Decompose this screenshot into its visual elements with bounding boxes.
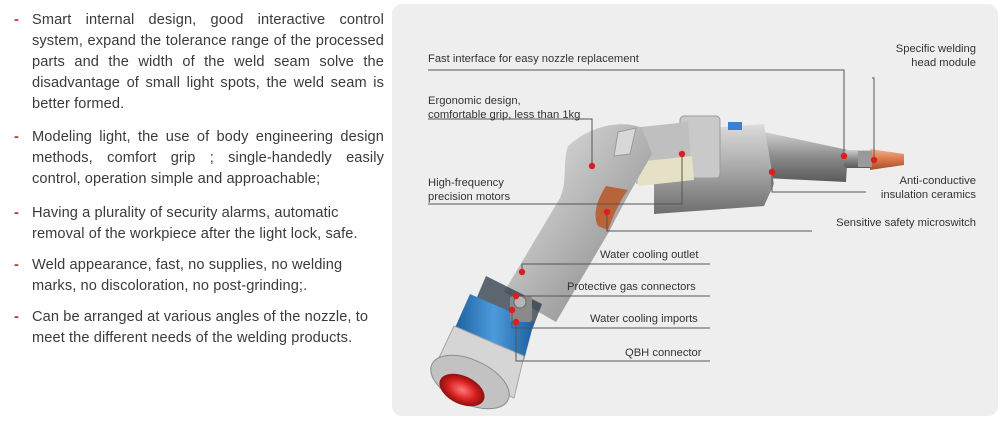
leader-lines [428,69,875,362]
marker-dot [840,152,848,160]
head-housing [632,115,774,214]
label-fast-interface: Fast interface for easy nozzle replaceme… [428,53,639,65]
bullet-dash: - [14,129,19,145]
bullet-dash: - [14,12,19,28]
marker-dot [678,150,686,158]
feature-list: - Smart internal design, good interactiv… [14,10,384,349]
connector-stack [430,276,542,410]
bullet-dash: - [14,257,19,273]
feature-text: Smart internal design, good interactive … [32,12,384,112]
label-anti-conductive: Anti-conductive insulation ceramics [880,175,976,201]
feature-text: Modeling light, the use of body engineer… [32,129,384,187]
marker-dot [870,156,878,164]
marker-dot [512,318,520,326]
label-microswitch: Sensitive safety microswitch [836,217,976,229]
marker-dot [508,306,516,314]
marker-dot [768,168,776,176]
feature-text: Can be arranged at various angles of the… [32,309,369,346]
bullet-dash: - [14,205,19,221]
marker-dot [588,162,596,170]
bullet-dash: - [14,309,19,325]
callout-markers [508,150,878,326]
feature-item: - Modeling light, the use of body engine… [14,127,384,190]
marker-dot [603,208,611,216]
label-specific-head: Specific welding head module [895,43,976,69]
marker-dot [518,268,526,276]
welding-head-diagram: Fast interface for easy nozzle replaceme… [392,4,998,416]
feature-text: Weld appearance, fast, no supplies, no w… [32,257,343,294]
feature-item: - Can be arranged at various angles of t… [14,307,384,349]
grip-handle [504,124,652,322]
label-water-imports: Water cooling imports [590,313,698,325]
feature-item: - Weld appearance, fast, no supplies, no… [14,255,384,297]
label-qbh-connector: QBH connector [625,347,702,359]
label-gas-connectors: Protective gas connectors [567,281,696,293]
label-ergonomic: Ergonomic design, comfortable grip, less… [428,95,581,121]
feature-item: - Smart internal design, good interactiv… [14,10,384,115]
feature-item: - Having a plurality of security alarms,… [14,203,384,245]
welding-gun-illustration [428,69,904,410]
feature-text: Having a plurality of security alarms, a… [32,205,358,242]
nozzle-assembly [764,132,904,182]
label-water-outlet: Water cooling outlet [600,249,699,261]
label-hf-motors: High-frequency precision motors [428,177,511,203]
marker-dot [512,292,520,300]
